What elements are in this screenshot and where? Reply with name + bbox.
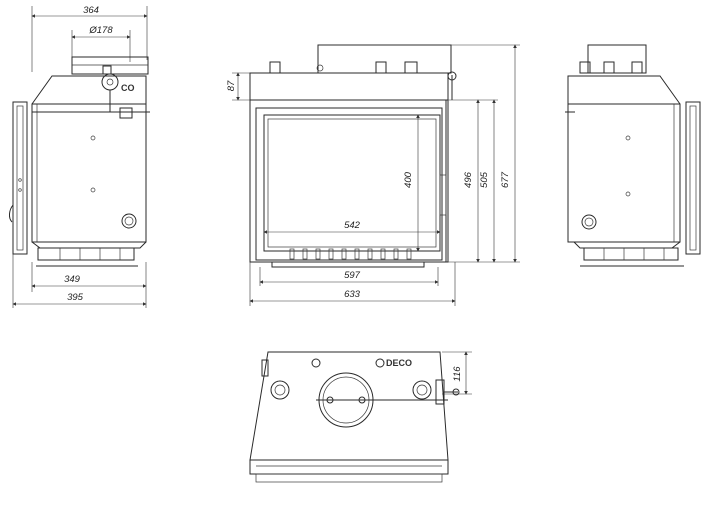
top-view: 116 DECO <box>249 351 472 483</box>
dim-633: 633 <box>344 289 361 300</box>
front-view: 87 <box>226 44 520 306</box>
dim-505: 505 <box>479 171 490 188</box>
dim-542: 542 <box>344 220 361 231</box>
dim-349: 349 <box>64 274 81 285</box>
dim-395: 395 <box>67 292 84 303</box>
dim-116: 116 <box>452 366 463 382</box>
dim-flue-diameter: Ø178 <box>88 25 113 36</box>
dim-364: 364 <box>83 5 99 16</box>
dim-87: 87 <box>226 80 237 91</box>
logo-top: DECO <box>386 358 412 368</box>
logo-side: CO <box>121 83 135 93</box>
vent-slots <box>289 248 412 260</box>
dim-597: 597 <box>344 270 361 281</box>
dim-677: 677 <box>500 171 511 188</box>
side-view-right <box>565 44 701 267</box>
dim-496: 496 <box>463 171 474 188</box>
dim-400: 400 <box>403 171 414 188</box>
side-view-left: 364 Ø178 CO <box>9 5 150 308</box>
